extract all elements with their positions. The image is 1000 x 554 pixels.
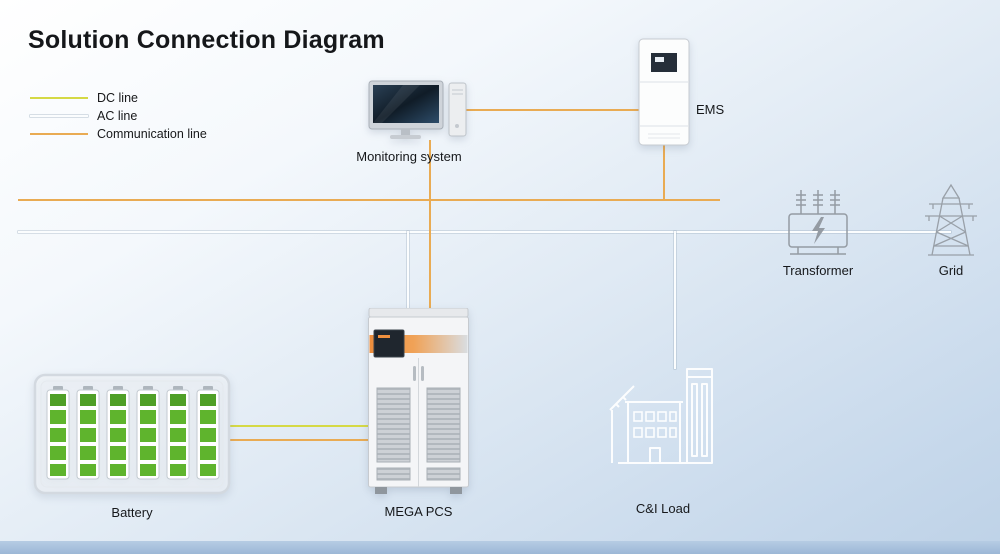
legend-row-dc: DC line: [30, 89, 207, 107]
transformer-node: [782, 186, 854, 258]
ems-node: [638, 38, 690, 146]
ems-comm-drop-line: [663, 144, 665, 201]
page-title: Solution Connection Diagram: [28, 26, 385, 54]
battery-label: Battery: [111, 505, 153, 520]
grid-node: [922, 182, 980, 258]
monitoring-to-ems-comm-line: [466, 109, 640, 111]
battery-to-pcs-dc-line: [229, 425, 369, 427]
bottom-accent-bar: [0, 541, 1000, 554]
ac-line-swatch: [30, 115, 88, 117]
dc-line-swatch: [30, 97, 88, 99]
ems-label: EMS: [696, 102, 725, 117]
battery-rack-icon: [33, 373, 231, 495]
legend-row-ac: AC line: [30, 107, 207, 125]
legend-label-dc: DC line: [97, 91, 138, 105]
load-node: [608, 362, 718, 468]
legend-label-ac: AC line: [97, 109, 138, 123]
pcs-node: [367, 308, 470, 496]
ci-load-buildings-icon: [609, 368, 713, 464]
legend: DC line AC line Communication line: [30, 89, 207, 143]
pcs-ac-drop-line: [407, 231, 409, 313]
monitoring-to-pcs-comm-line: [429, 140, 431, 312]
pcs-label: MEGA PCS: [384, 504, 453, 519]
monitoring-system-node: [368, 80, 468, 142]
grid-label: Grid: [938, 263, 964, 278]
ems-icon: [638, 38, 690, 146]
battery-node: [33, 373, 231, 495]
monitoring-system-icon: [368, 80, 467, 139]
grid-tower-icon: [925, 183, 977, 256]
transformer-label: Transformer: [782, 263, 854, 278]
pcs-cabinet-icon: [368, 308, 469, 494]
communication-bus-line: [18, 199, 720, 201]
load-ac-drop-line: [674, 231, 676, 369]
transformer-icon: [788, 190, 848, 255]
legend-label-comm: Communication line: [97, 127, 207, 141]
battery-to-pcs-comm-line: [229, 439, 369, 441]
monitoring-system-label: Monitoring system: [356, 149, 462, 164]
load-label: C&I Load: [635, 501, 691, 516]
communication-line-swatch: [30, 133, 88, 135]
legend-row-comm: Communication line: [30, 125, 207, 143]
ac-bus-line: [18, 231, 951, 233]
